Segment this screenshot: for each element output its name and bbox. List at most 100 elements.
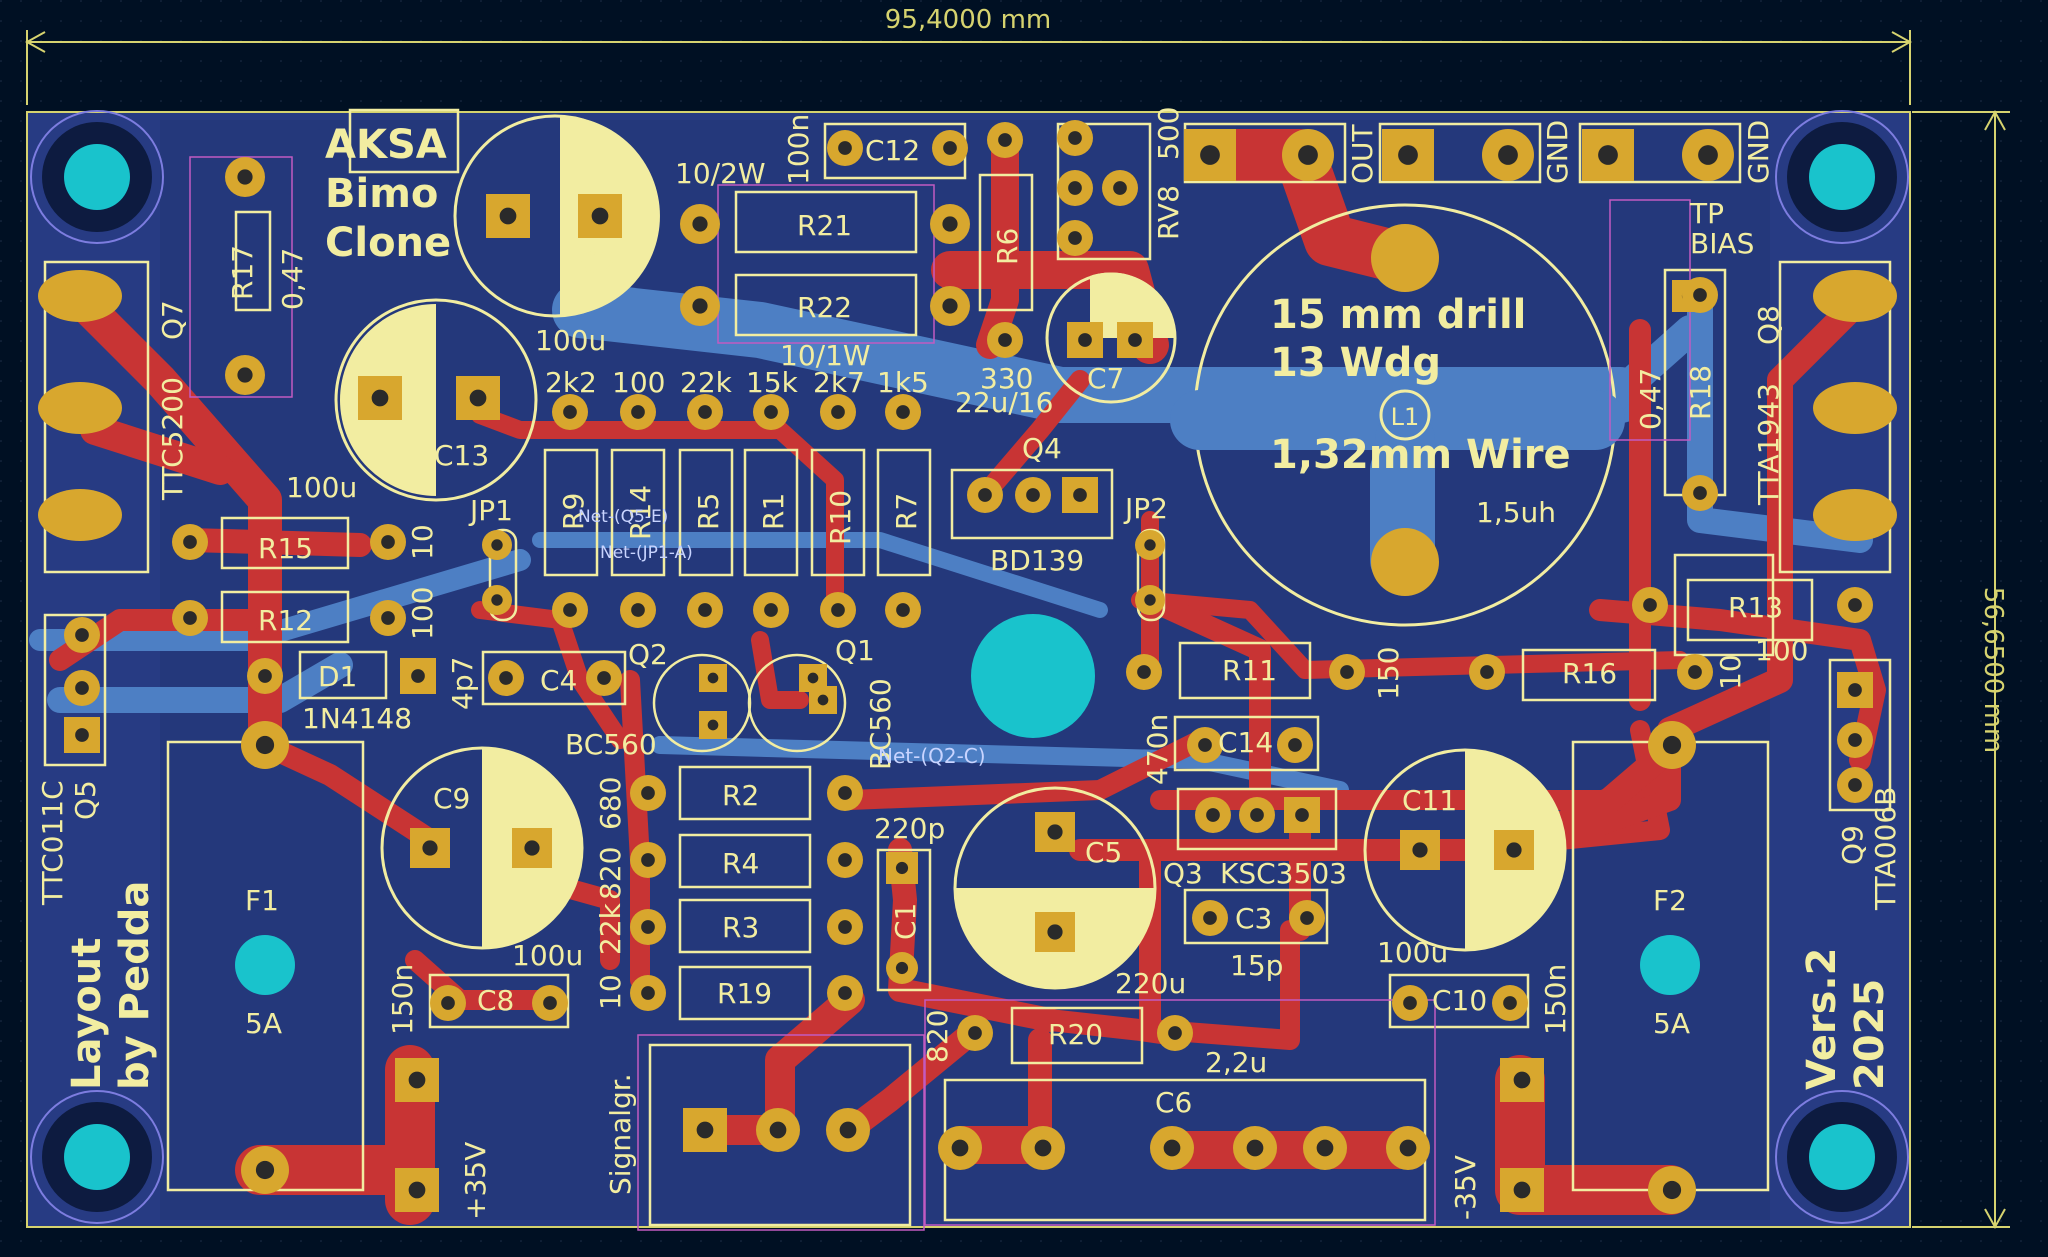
r10-value: 2k7 [813,366,865,399]
pad-drill [255,735,275,755]
author-line-1: Layout [64,938,110,1090]
out-label: OUT [1346,123,1379,184]
pad-drill [1203,911,1217,925]
pad-drill [1047,924,1063,940]
r1-ref: R1 [757,493,790,530]
pad-drill [1693,288,1707,302]
rv8-ref: RV8 [1152,185,1185,240]
q5-ref: Q5 [69,780,102,820]
f1-value: 5A [245,1007,282,1040]
gnd-label-2: GND [1742,120,1775,184]
pad-drill [1144,539,1156,551]
pad-drill [1848,598,1862,612]
pad-drill [1298,145,1318,165]
coil-ref: L1 [1391,403,1420,431]
pad-drill [1200,145,1220,165]
r14-value: 100 [612,366,665,399]
dimension-width [24,30,1913,105]
r19-ref: R19 [717,977,772,1010]
dimension-height [1912,109,2010,1230]
pad-drill [75,628,89,642]
pad-drill [631,405,645,419]
pad-drill [1503,996,1517,1010]
pad-drill [641,920,655,934]
pad-drill [764,405,778,419]
r16-ref: R16 [1562,657,1617,690]
pad-drill [1144,594,1156,606]
pad-drill [831,405,845,419]
c6-value: 2,2u [1205,1046,1267,1079]
c7-value: 22u/16 [955,386,1053,419]
pad-drill [1168,1026,1182,1040]
d1-value: 1N4148 [302,702,412,735]
signal-ground-label: Signalgr. [604,1073,637,1195]
pad-drill [838,141,852,155]
d1-ref: D1 [318,660,357,693]
q3-ref: Q3 [1163,857,1203,890]
pad-drill [1295,808,1309,822]
version-line-2: 2025 [1847,979,1893,1090]
tp-bias-label: BIAS [1690,227,1754,260]
pad-drill [1068,231,1082,245]
r6-value: 330 [980,362,1033,395]
r14-ref: R14 [624,485,657,540]
pad-drill [831,603,845,617]
pad-drill [641,853,655,867]
r11-value: 150 [1372,647,1405,700]
c13-value: 100u [286,471,357,504]
pad-drill [942,216,958,232]
q7-value: TTC5200 [156,377,189,501]
pad-drill [1513,1181,1531,1199]
pad-drill [237,367,253,383]
coil-line-1: 15 mm drill [1270,292,1526,338]
f2-value: 5A [1653,1007,1690,1040]
supply-neg-label: -35V [1449,1155,1482,1220]
pad-drill [978,488,992,502]
coil-pad [1371,528,1439,596]
pad-drill [951,1139,969,1157]
pad-drill [1598,145,1618,165]
pad-drill [1300,911,1314,925]
courtyards [189,156,1691,1231]
r6-ref: R6 [991,228,1024,265]
net-label-q5e: Net-(Q5-E) [578,507,668,527]
pad-drill [641,986,655,1000]
pad-drill [1643,598,1657,612]
pad-drill [1848,778,1862,792]
c7-ref: C7 [1087,362,1124,395]
q1-value: BC560 [864,678,897,770]
r12-value: 100 [406,587,439,640]
c4-ref: C4 [540,664,577,697]
r4-value: 820 [594,847,627,900]
q5-value: TTC011C [36,780,69,906]
power-transistor-pad [38,270,122,322]
pad-drill [408,1181,426,1199]
r9-value: 2k2 [545,366,597,399]
pad-drill [692,216,708,232]
pad-drill [75,728,89,742]
version-line-1: Vers.2 [1799,948,1845,1090]
pad-drill [998,133,1012,147]
pad-drill [255,1160,275,1180]
pad-drill [943,141,957,155]
q1-ref: Q1 [835,634,875,667]
pad-drill [1698,145,1718,165]
silk-outlines [43,108,1892,1227]
pad-drill [696,1121,714,1139]
r22-value: 10/1W [780,339,871,372]
supply-pos-label: +35V [459,1142,492,1220]
c1-ref: C1 [889,903,922,940]
pad-drill [769,1121,787,1139]
pad-drill [1848,683,1862,697]
r10-ref: R10 [824,490,857,545]
jp2-ref: JP2 [1123,492,1168,525]
pads [38,120,1897,1214]
coil-line-2: 13 Wdg [1270,340,1441,386]
pad-drill [707,719,719,731]
pad-drill [381,535,395,549]
r20-value: 820 [921,1010,954,1063]
power-transistor-pad [1813,270,1897,322]
r5-ref: R5 [692,493,725,530]
pad-drill [1113,181,1127,195]
